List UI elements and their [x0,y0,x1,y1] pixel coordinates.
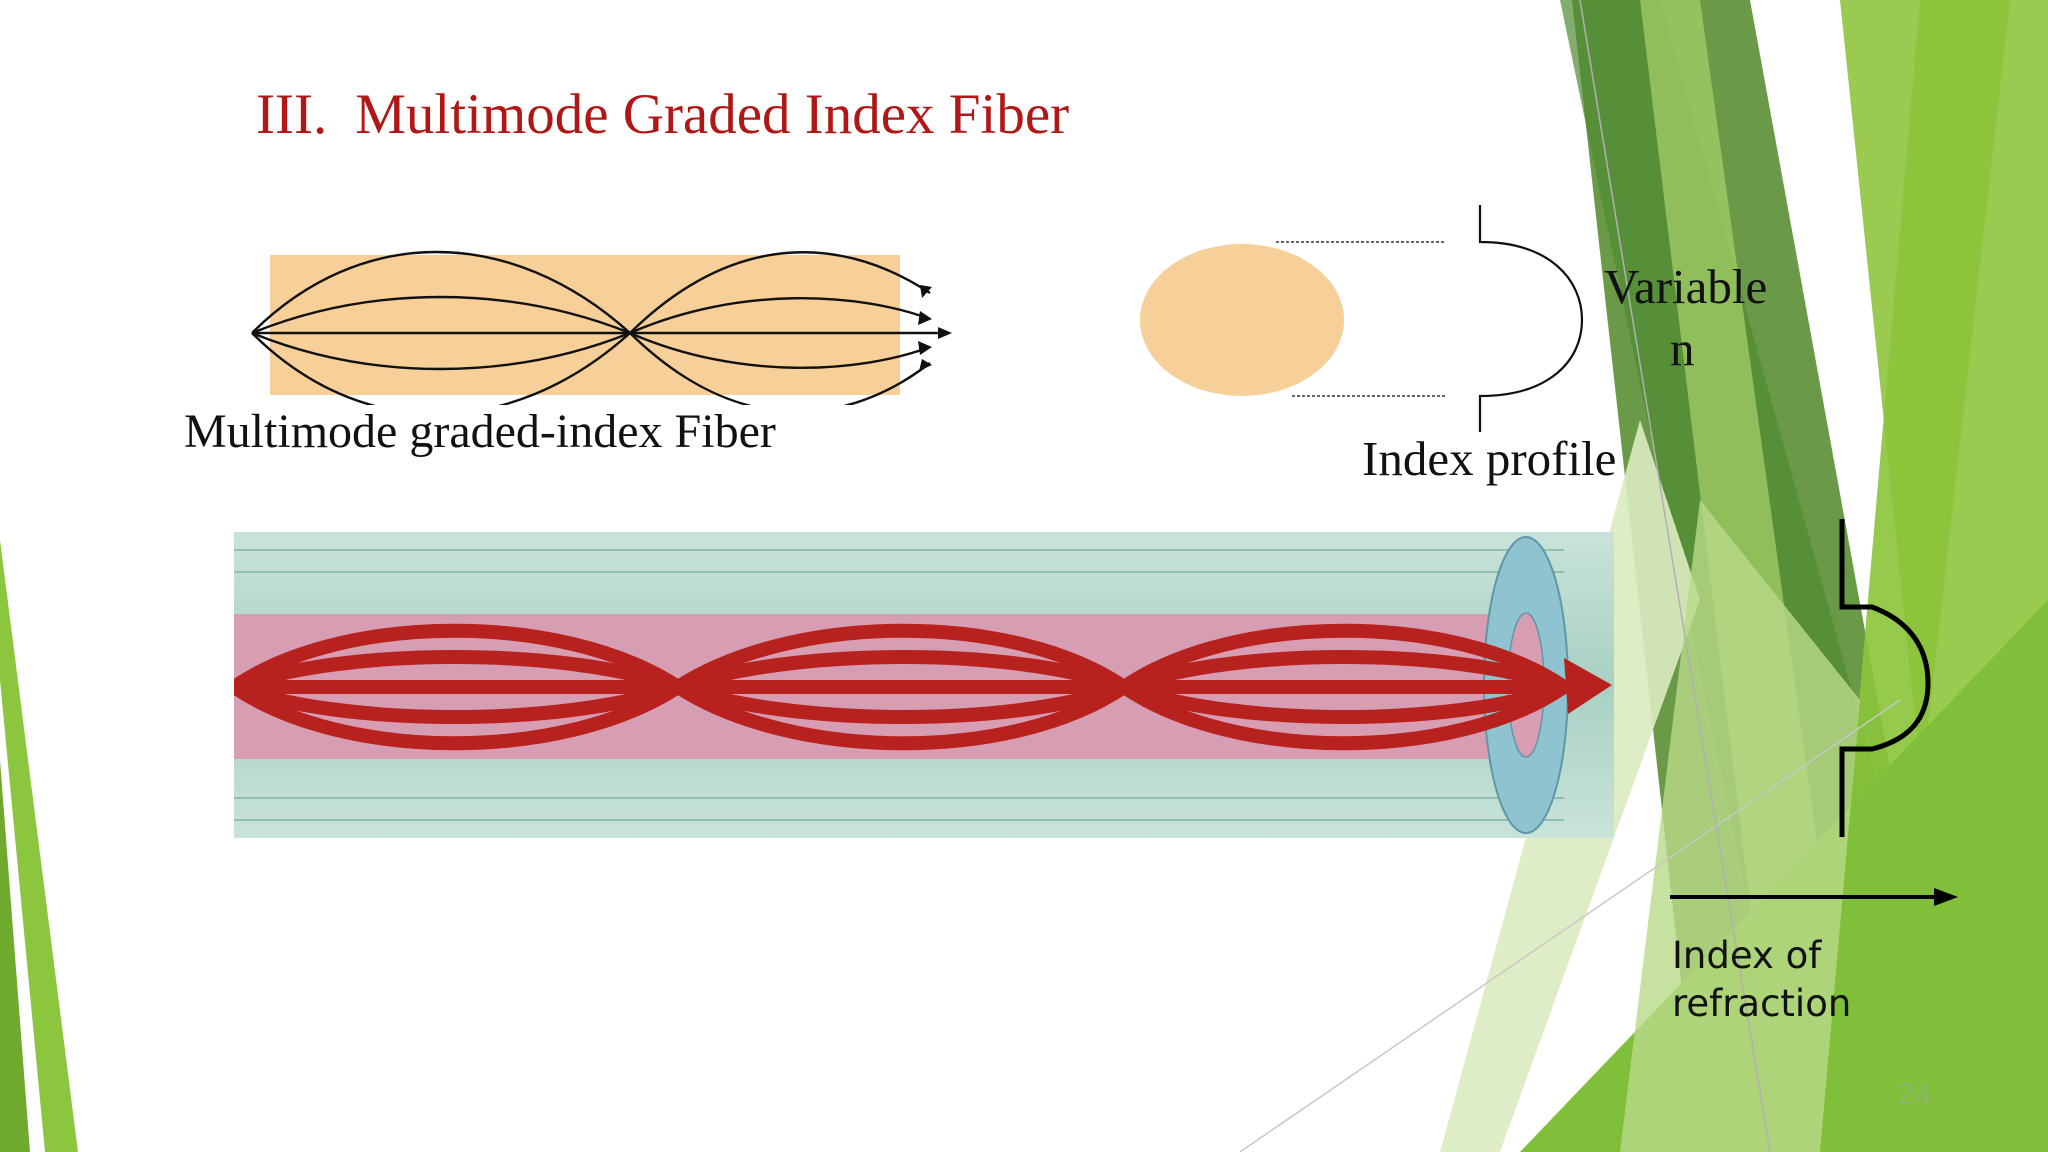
title-text: Multimode Graded Index Fiber [355,83,1070,146]
refraction-profile-curve [1839,519,1931,837]
light-ray [234,678,1571,751]
core-cross-section [1140,244,1344,396]
light-ray [234,650,1571,695]
ray-arrowhead [918,311,932,325]
index-of-refraction-label: Index of refraction [1672,932,1851,1028]
ray-path [251,331,931,405]
variable-n-line1: Variable [1604,259,1768,314]
profile-curve [1478,205,1584,432]
light-arrowhead [1564,658,1612,714]
index-of-refraction-line1: Index of [1672,934,1822,977]
slide-title: III. Multimode Graded Index Fiber [256,82,1069,147]
graded-index-ray-diagram [251,250,952,405]
index-of-refraction-line2: refraction [1672,982,1852,1025]
light-ray [234,623,1571,696]
index-profile-caption: Index profile [1362,431,1617,486]
fiber-caption: Multimode graded-index Fiber [184,405,776,458]
variable-n-line2: n [1670,321,1695,376]
refraction-axis-arrowhead [1934,888,1958,906]
page-number: 24 [1898,1078,1932,1111]
fiber-core-rect [270,255,900,395]
ray-arrowhead [920,285,932,298]
index-profile-diagram [1140,205,1584,432]
title-number: III. [256,83,328,146]
ray-arrowhead [938,327,952,339]
ray-arrowhead [918,341,932,355]
refraction-profile-diagram [1670,519,1958,906]
fiber-illustration [234,532,1614,838]
light-ray [234,679,1571,724]
ray-arrowhead [919,359,932,371]
